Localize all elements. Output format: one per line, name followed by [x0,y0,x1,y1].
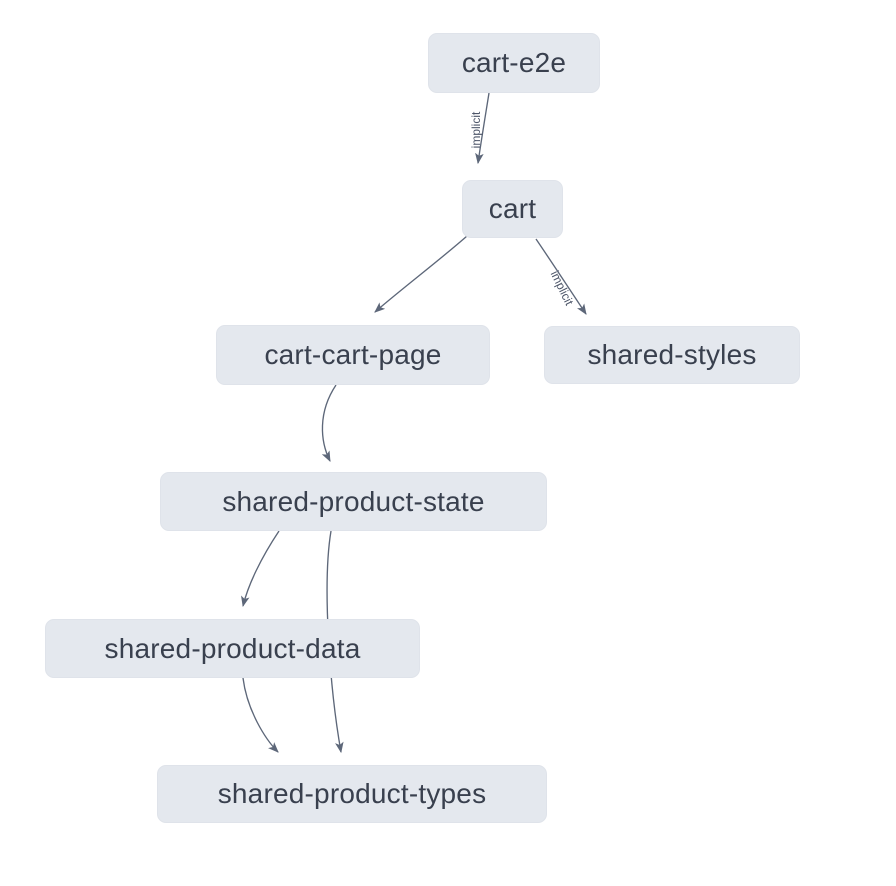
graph-node-label: shared-styles [587,339,757,370]
edge-label-cart-e2e-to-cart: implicit [469,111,483,149]
graph-node-shared-product-types[interactable]: shared-product-types [157,765,547,823]
edge-label-cart-to-shared-styles: implicit [547,268,577,308]
graph-node-label: cart-cart-page [264,339,442,370]
graph-node-label: cart-e2e [461,47,567,78]
graph-node-cart-cart-page[interactable]: cart-cart-page [216,325,490,385]
graph-node-shared-styles[interactable]: shared-styles [544,326,800,384]
graph-node-shared-product-state[interactable]: shared-product-state [160,472,547,531]
graph-node-cart-e2e[interactable]: cart-e2e [428,33,600,93]
graph-node-label: shared-product-types [217,778,487,809]
graph-node-label: cart [488,193,537,224]
graph-node-label: shared-product-state [222,485,485,517]
graph-node-cart[interactable]: cart [462,180,563,238]
graph-node-shared-product-data[interactable]: shared-product-data [45,619,420,678]
graph-node-label: shared-product-data [104,632,361,664]
